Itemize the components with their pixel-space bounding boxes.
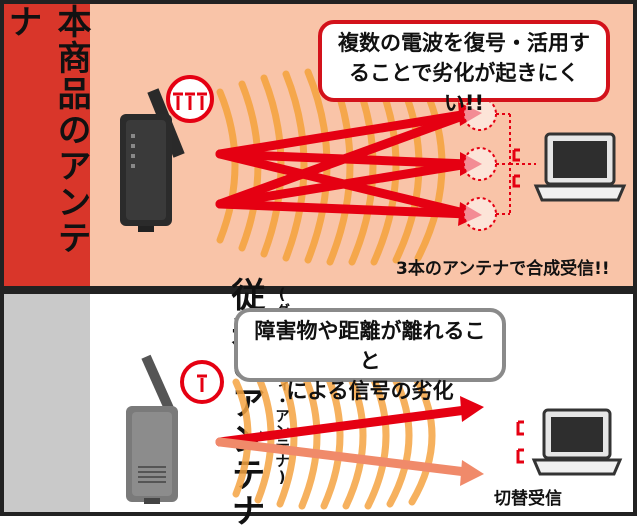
- wave-arc: [282, 70, 308, 262]
- arrow-line: [215, 437, 471, 477]
- top-scene: 複数の電波を復号・活用す ることで劣化が起きにくい!! 3本のアンテナで合成受信…: [90, 4, 633, 286]
- panel-product-antenna: 本商品のアンテナ: [2, 4, 633, 286]
- top-bubble-line1: 複数の電波を復号・活用す: [338, 31, 590, 55]
- arrow-line: [215, 109, 473, 159]
- antenna-icon: [180, 360, 224, 404]
- wave-arc: [364, 364, 390, 510]
- laptop-icon: [531, 408, 623, 476]
- top-panel-label: 本商品のアンテナ: [2, 4, 91, 256]
- laptop-icon: [533, 132, 627, 202]
- arrowhead: [460, 460, 484, 486]
- router-icon: [126, 354, 178, 504]
- antenna-icon: [166, 75, 214, 123]
- bottom-scene-graphic: [126, 354, 623, 510]
- wave-arc: [298, 366, 321, 510]
- laptop-antenna-marks: [512, 148, 520, 188]
- bottom-sidebar: (ダイバシティ・アンテナ) 従来のアンテナ: [4, 277, 291, 529]
- wave-arc: [386, 366, 413, 508]
- receiver-circles: [463, 97, 497, 231]
- top-caption: 3本のアンテナで合成受信!!: [396, 259, 610, 279]
- top-speech-bubble: 複数の電波を復号・活用す ることで劣化が起きにくい!!: [318, 20, 610, 115]
- receiver-connector: [496, 113, 536, 215]
- arrow-line: [215, 405, 471, 447]
- wave-arc: [216, 88, 239, 244]
- bottom-caption: 切替受信: [494, 489, 562, 509]
- panel-conventional-antenna: (ダイバシティ・アンテナ) 従来のアンテナ: [4, 277, 633, 529]
- arrowhead: [460, 396, 484, 422]
- bottom-bubble-line2: による信号の劣化: [286, 379, 454, 403]
- arrow-line: [215, 109, 473, 209]
- wave-arc: [342, 364, 367, 510]
- top-bubble-line2: ることで劣化が起きにくい!!: [349, 61, 579, 115]
- arrow-line: [215, 159, 473, 209]
- bottom-signal-arrows: [215, 396, 484, 486]
- top-sidebar: 本商品のアンテナ: [2, 4, 91, 286]
- wave-arc: [320, 364, 344, 510]
- switch-icon: [516, 420, 524, 464]
- arrow-line: [215, 199, 473, 219]
- bottom-scene: 障害物や距離が離れること による信号の劣化 切替受信: [90, 294, 633, 512]
- wave-arc: [408, 368, 436, 506]
- bottom-speech-bubble: 障害物や距離が離れること による信号の劣化: [234, 308, 506, 403]
- receiver-circle: [463, 197, 497, 231]
- bottom-bubble-line1: 障害物や距離が離れること: [254, 319, 486, 373]
- router-icon: [120, 88, 185, 232]
- receiver-circle: [463, 147, 497, 181]
